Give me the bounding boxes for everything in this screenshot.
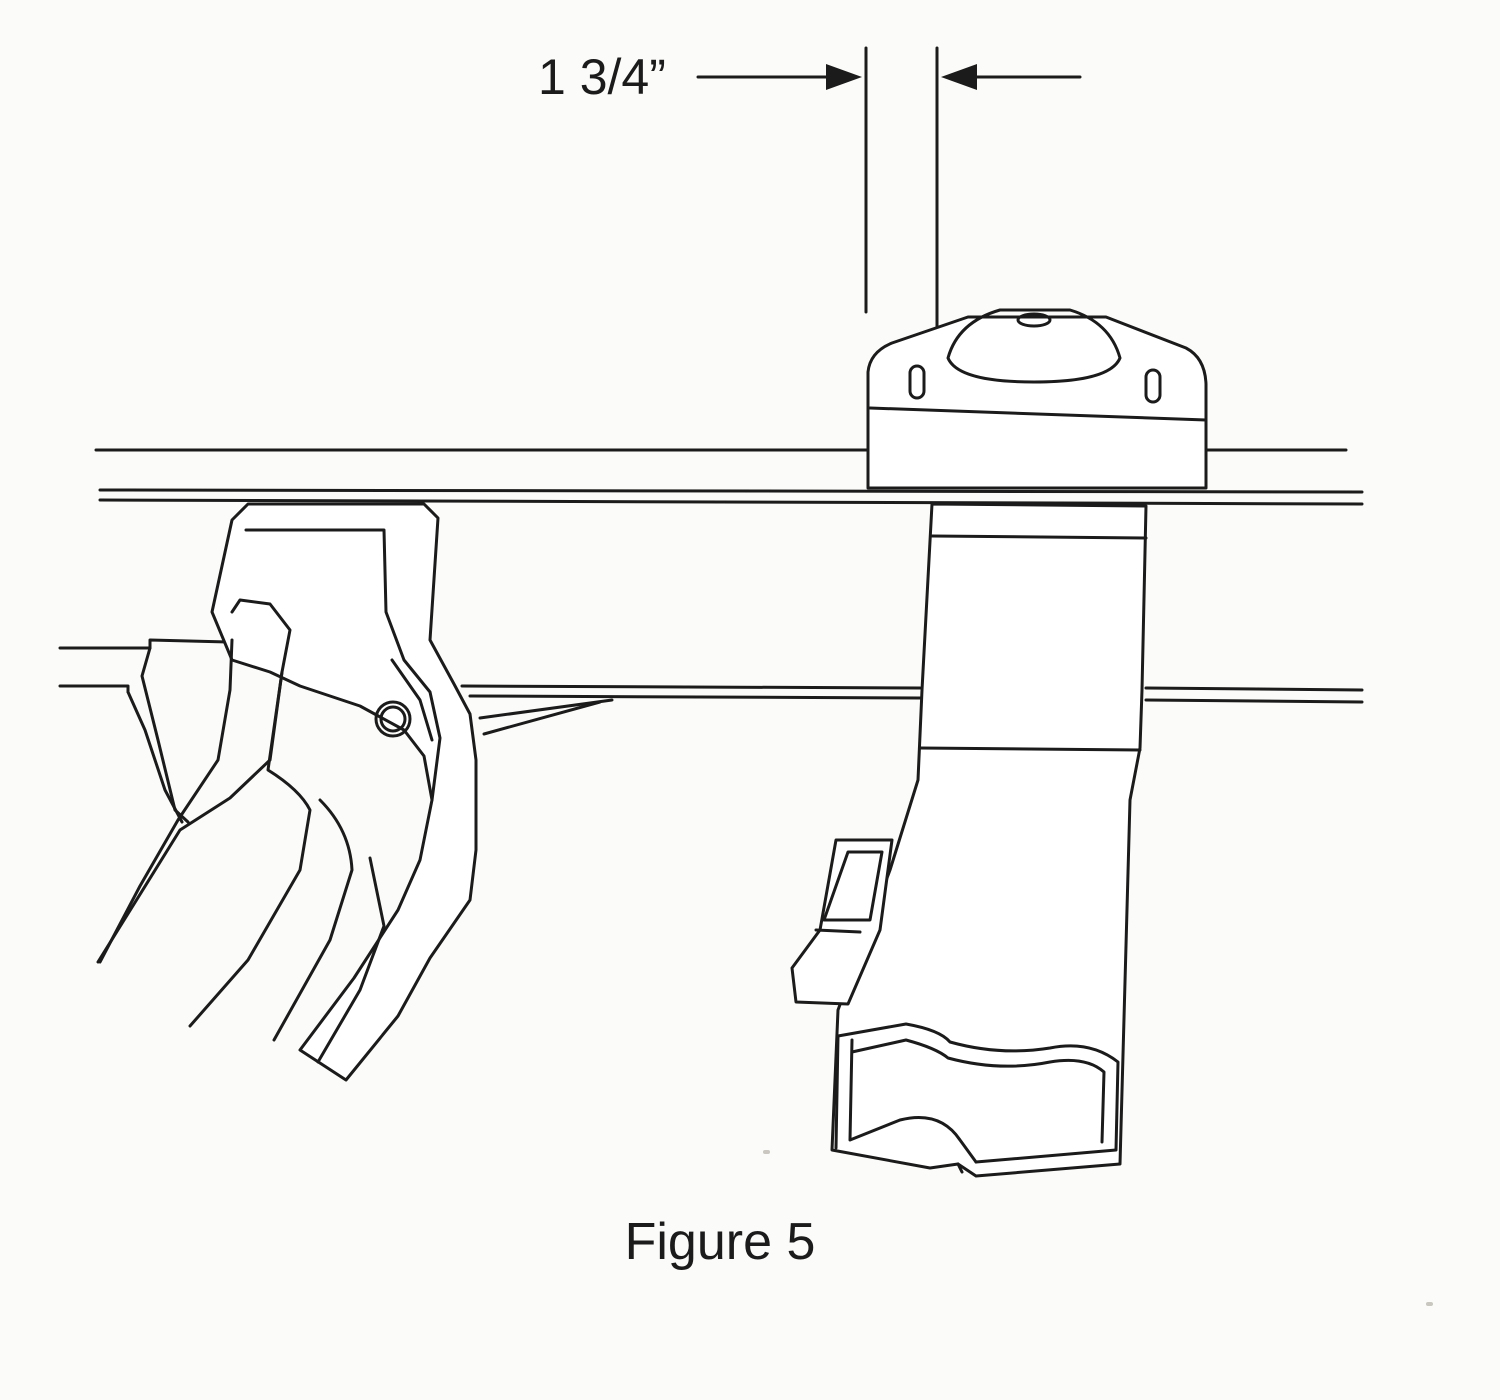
frame-rail <box>94 448 1364 704</box>
frame-post <box>830 502 1148 1178</box>
bracket-bolt-hole <box>374 700 412 738</box>
left-gusset-edge <box>140 646 190 824</box>
mount-pad-fold-line <box>868 406 1208 422</box>
bracket-arm-lower <box>98 638 234 964</box>
bracket-web-line <box>188 670 312 1028</box>
mount-slot-right <box>1144 368 1162 404</box>
frame-post-notch <box>956 1162 964 1174</box>
rail-lower-edge-right-2 <box>1144 698 1364 704</box>
figure-caption: Figure 5 <box>624 1213 816 1271</box>
bump-stop-center-hole <box>1016 312 1052 328</box>
scan-speck <box>763 1150 770 1154</box>
mount-pad-outline <box>866 315 1208 490</box>
side-tab-inner <box>822 850 884 922</box>
left-gusset-inner-edge <box>126 690 184 824</box>
dimension-arrow-right-head <box>941 64 977 90</box>
bracket-outer-body <box>210 502 478 1082</box>
bracket-edge-detail <box>390 658 434 742</box>
rail-lower-edge-mid <box>460 684 922 690</box>
dimension-label: 1 3/4” <box>538 49 666 105</box>
rail-flange-lower <box>98 498 1364 506</box>
side-tab-bracket <box>790 838 894 1006</box>
frame-post-section-inner <box>850 1038 1106 1144</box>
frame-post-left-wall <box>834 1034 840 1150</box>
scan-speck <box>1426 1302 1433 1306</box>
frame-post-section-profile <box>836 1022 1120 1164</box>
left-brace-line <box>478 698 614 720</box>
left-crossmember-top <box>58 638 230 650</box>
bump-stop-dome <box>946 308 1122 384</box>
left-brace-line-2 <box>482 700 602 736</box>
frame-post-top-band <box>930 534 1148 540</box>
bracket-bolt-hole-inner <box>379 705 407 733</box>
side-tab-fold <box>814 928 862 934</box>
spring-hanger-bracket <box>96 502 478 1082</box>
rail-flange-upper <box>98 488 1364 494</box>
rail-lower-edge-right <box>1144 686 1364 692</box>
dimension-arrow-left-head <box>826 64 862 90</box>
frame-post-section-inner-left <box>848 1038 978 1164</box>
left-bracket-assembly <box>58 638 614 824</box>
side-tab-outline <box>790 838 894 1006</box>
mount-slot-left <box>908 364 926 400</box>
bracket-web-line-2 <box>272 798 354 1042</box>
mount-pad <box>866 308 1208 490</box>
left-crossmember-bottom <box>58 684 130 694</box>
bracket-inner-flange <box>244 528 442 802</box>
rail-lower-edge-mid-2 <box>468 694 922 700</box>
frame-post-band-lower <box>918 746 1142 752</box>
bracket-inner-rib <box>316 856 386 1064</box>
